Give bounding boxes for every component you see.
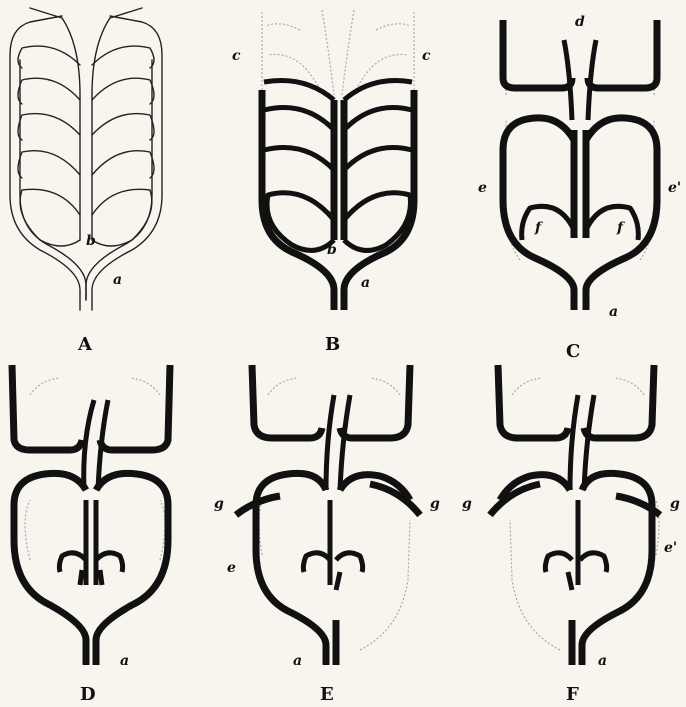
label-a: a: [113, 272, 122, 288]
caption-b: B: [325, 334, 340, 355]
label-c-left: c: [232, 48, 241, 64]
label-e: e: [227, 560, 236, 576]
label-d: d: [575, 14, 585, 30]
label-f-left: f: [534, 220, 544, 236]
label-f-right: f: [616, 220, 626, 236]
label-a: a: [361, 275, 370, 291]
panel-e: g g e a E: [214, 365, 440, 705]
label-a: a: [609, 304, 618, 320]
label-g-right: g: [430, 496, 440, 512]
label-g-right: g: [670, 496, 680, 512]
label-g-left: g: [214, 496, 224, 512]
caption-c: C: [566, 341, 580, 362]
label-c-right: c: [422, 48, 431, 64]
caption-e: E: [320, 684, 334, 705]
panel-c: d e e' f f a C: [478, 14, 681, 362]
caption-a: A: [77, 334, 93, 355]
label-b: b: [86, 233, 96, 249]
label-a: a: [120, 653, 129, 669]
caption-d: D: [80, 684, 96, 705]
caption-f: F: [566, 684, 579, 705]
label-a: a: [598, 653, 607, 669]
label-e: e: [478, 180, 487, 196]
panel-a: b a A: [10, 8, 162, 355]
panel-d: a D: [12, 365, 170, 705]
label-a: a: [293, 653, 302, 669]
panel-b: c c b a B: [232, 10, 431, 355]
label-e-prime: e': [668, 180, 681, 196]
panel-f: g g e' a F: [462, 365, 680, 705]
label-e-prime: e': [664, 540, 677, 556]
label-b: b: [327, 242, 337, 258]
label-g-left: g: [462, 496, 472, 512]
